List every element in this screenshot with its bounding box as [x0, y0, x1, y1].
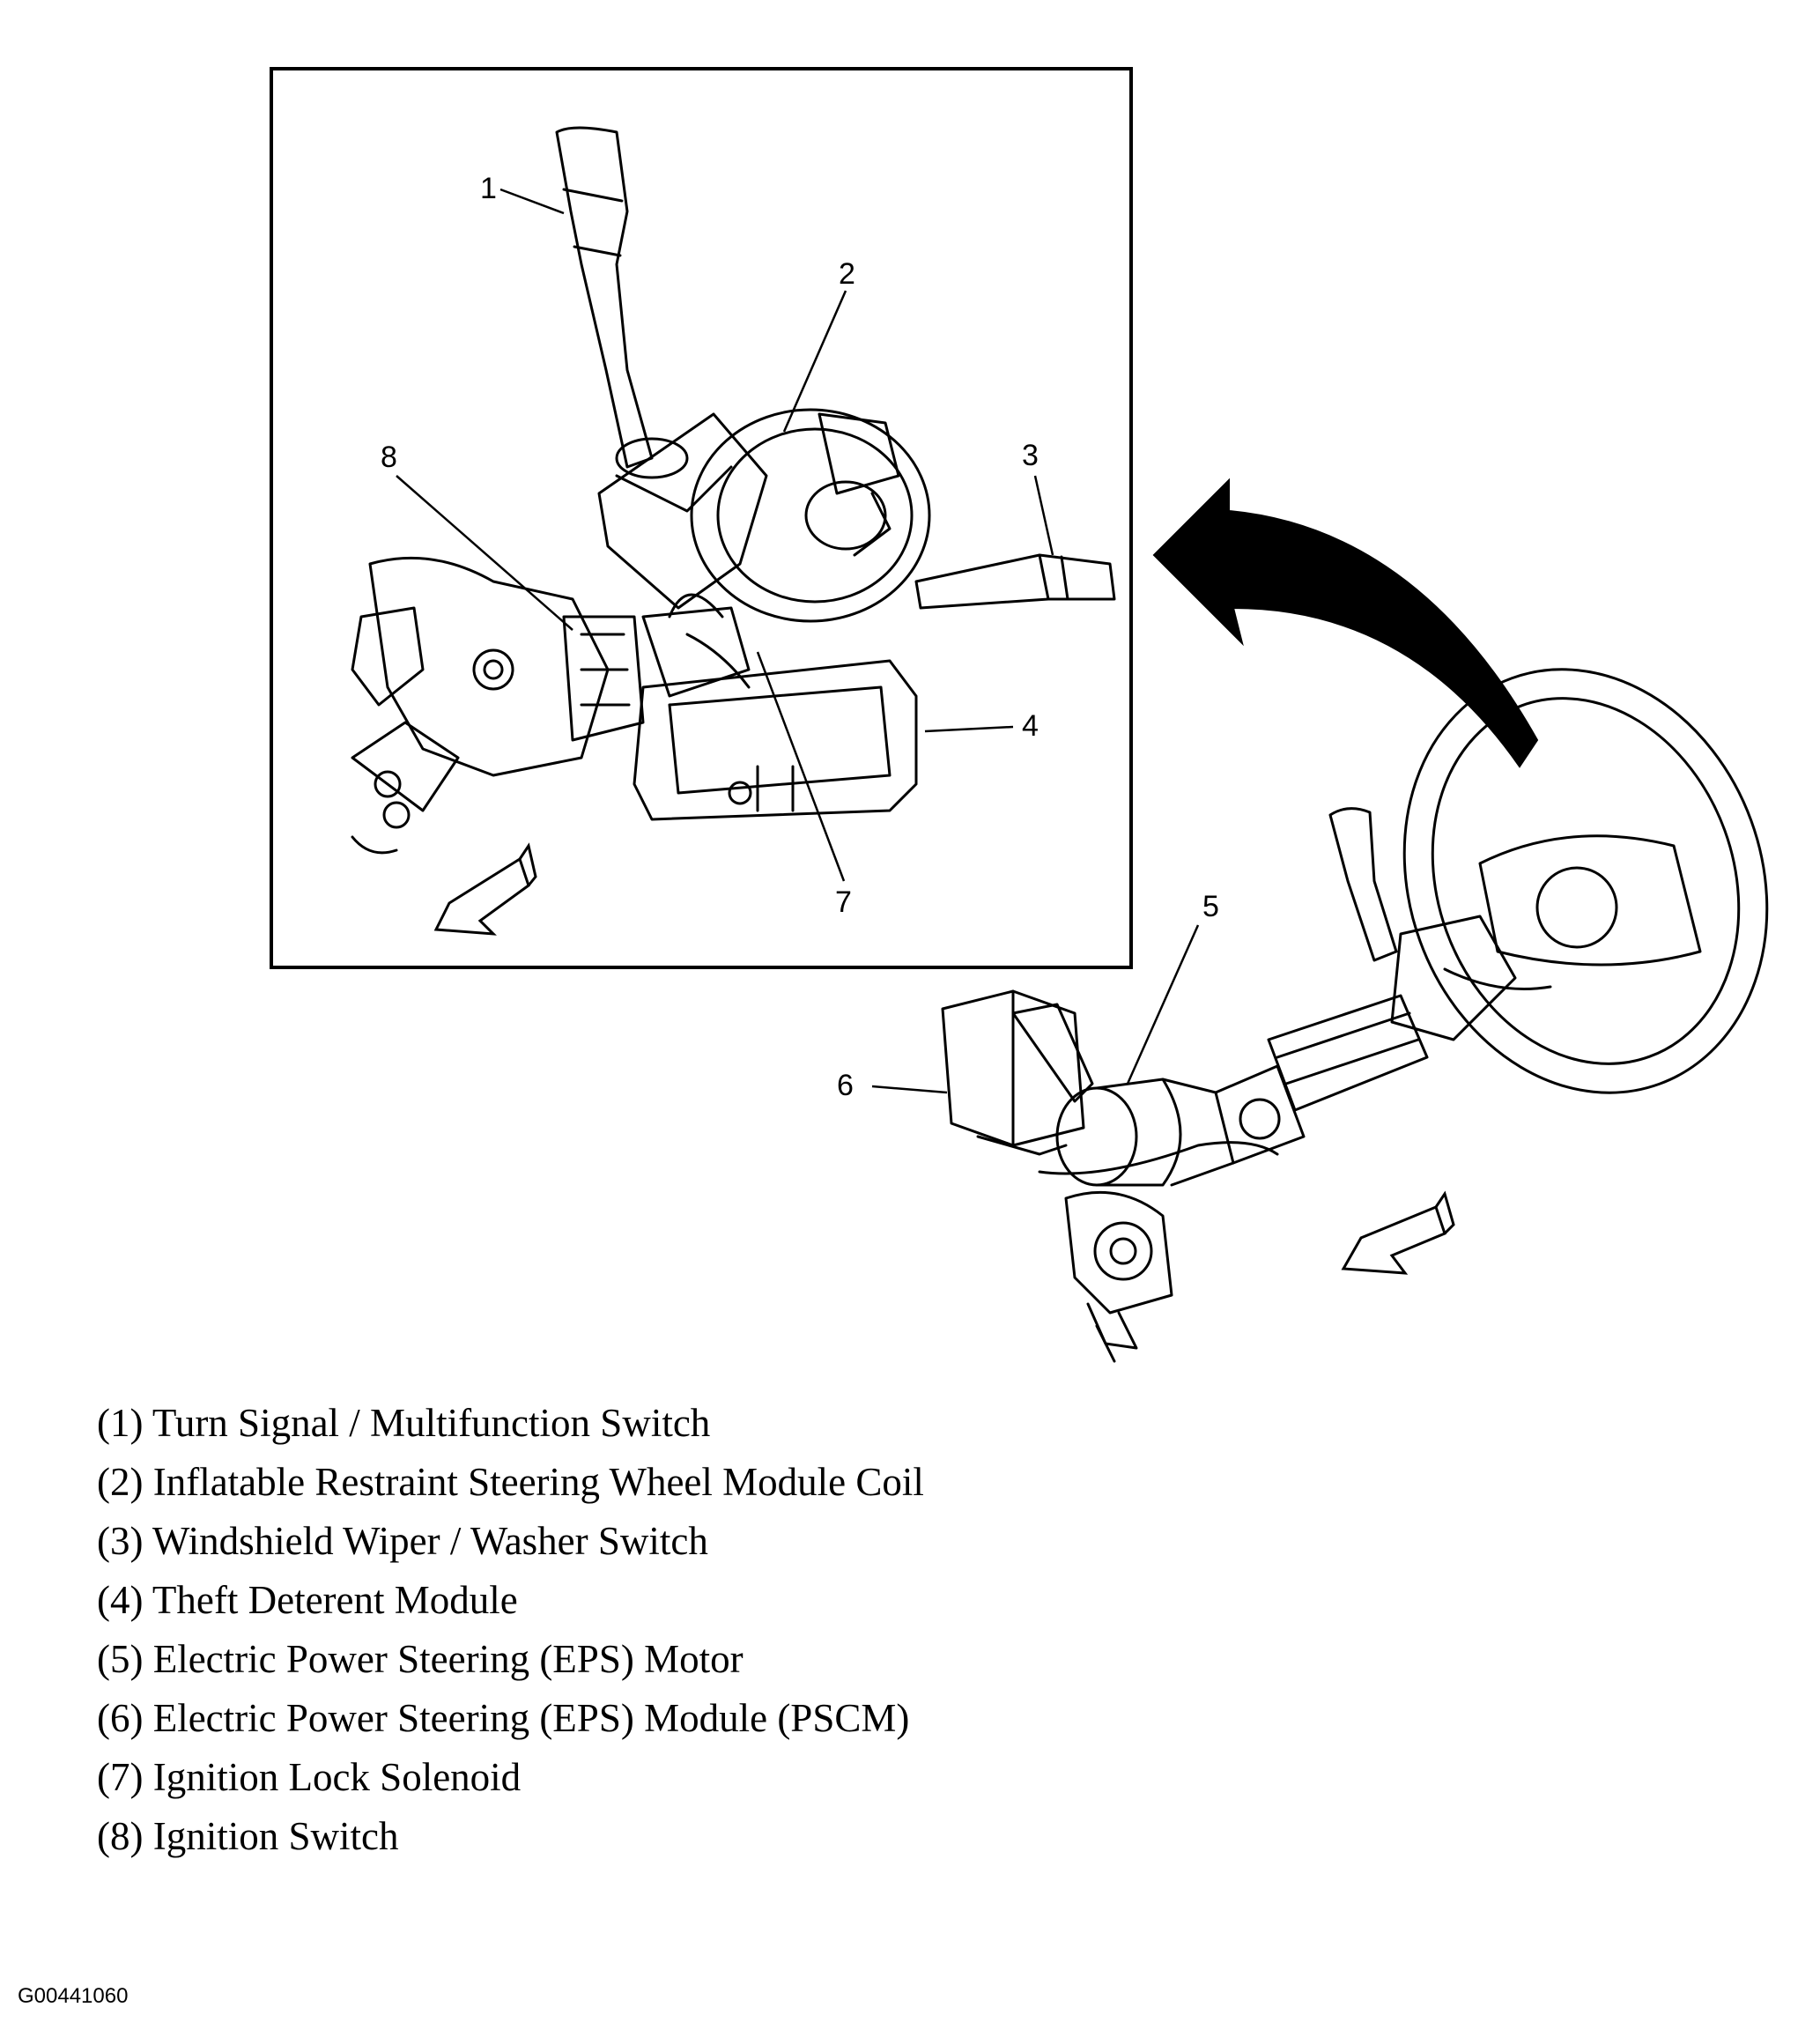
steering-column-assembly-drawing — [941, 668, 1769, 1363]
inset-direction-arrow — [433, 856, 530, 936]
detail-steering-column-drawing — [351, 126, 1116, 855]
callout-5: 5 — [1202, 890, 1219, 923]
legend: (1) Turn Signal / Multifunction Switch (… — [97, 1394, 924, 1866]
callout-4: 4 — [1022, 709, 1039, 743]
callout-8: 8 — [381, 441, 397, 474]
legend-item-5: (5) Electric Power Steering (EPS) Motor — [97, 1637, 744, 1681]
callout-3: 3 — [1022, 439, 1039, 472]
figure-id: G00441060 — [18, 1984, 129, 2008]
legend-item-8: (8) Ignition Switch — [97, 1814, 399, 1858]
legend-item-7: (7) Ignition Lock Solenoid — [97, 1755, 522, 1799]
legend-item-2: (2) Inflatable Restraint Steering Wheel … — [97, 1460, 924, 1504]
callout-leader-lines — [396, 188, 1200, 1094]
main-direction-arrow — [1341, 1205, 1446, 1275]
detail-inset-frame — [270, 67, 1133, 969]
view-direction-arrow — [1152, 478, 1539, 768]
legend-item-6: (6) Electric Power Steering (EPS) Module… — [97, 1696, 910, 1740]
inset-direction-arrow-depth — [518, 842, 537, 886]
callout-1: 1 — [480, 172, 497, 205]
legend-item-4: (4) Theft Deterent Module — [97, 1578, 518, 1622]
main-direction-arrow-depth — [1434, 1190, 1455, 1235]
callout-6: 6 — [837, 1069, 854, 1102]
legend-item-3: (3) Windshield Wiper / Washer Switch — [97, 1519, 708, 1563]
legend-item-1: (1) Turn Signal / Multifunction Switch — [97, 1401, 711, 1445]
callout-2: 2 — [839, 257, 855, 291]
callout-7: 7 — [835, 885, 852, 919]
